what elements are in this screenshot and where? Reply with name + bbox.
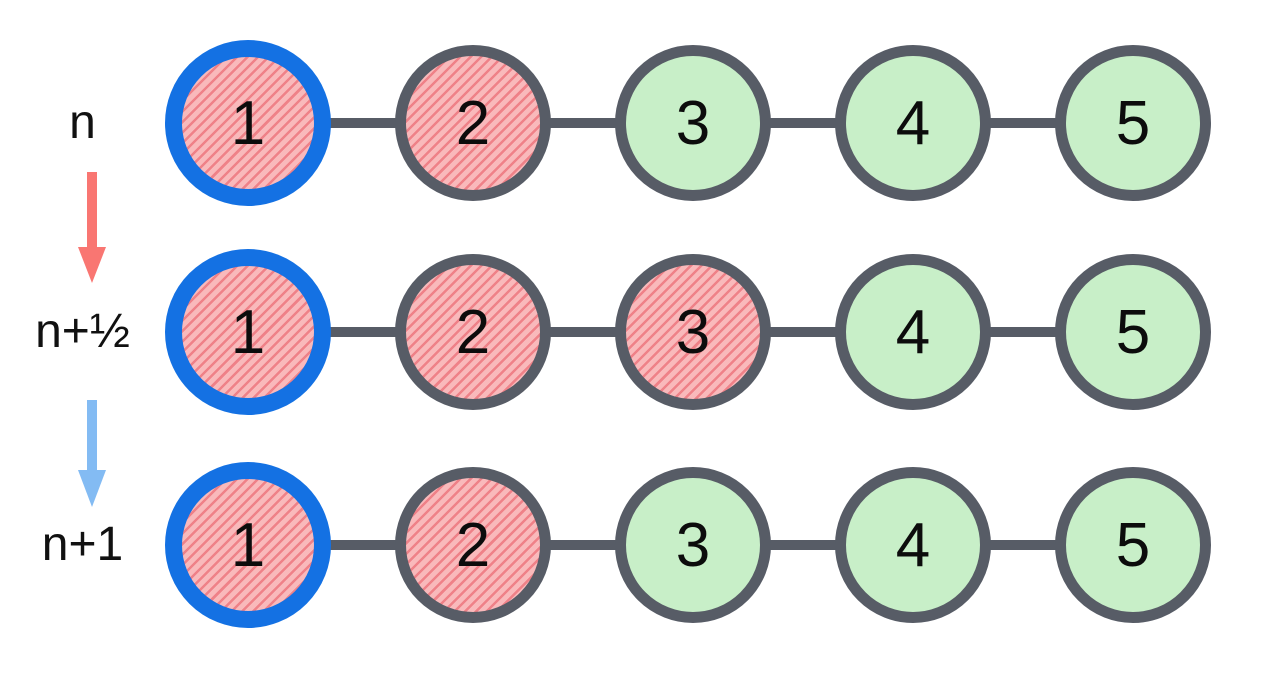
edge-connector [768,540,838,550]
node-label: 5 [1115,297,1151,367]
row-n-half: n+½ 1 2 3 4 5 [0,247,1211,417]
node: 5 [1055,45,1211,201]
node: 1 [165,40,331,206]
node: 5 [1055,467,1211,623]
edge-connector [988,118,1058,128]
edge-connector [768,327,838,337]
edge-connector [548,540,618,550]
arrow-head [78,247,106,283]
row-label: n [69,96,96,149]
node: 3 [615,45,771,201]
arrow-shaft [87,400,97,470]
node: 2 [395,45,551,201]
edge-connector [328,327,398,337]
node-label: 1 [230,510,266,580]
node-label: 2 [455,510,491,580]
node-label: 4 [895,88,931,158]
node: 2 [395,254,551,410]
edge-connector [548,118,618,128]
node: 4 [835,467,991,623]
node-label: 3 [675,297,711,367]
node: 2 [395,467,551,623]
arrow-head [78,470,106,507]
node-label: 1 [230,297,266,367]
node-label: 3 [675,88,711,158]
edge-connector [988,327,1058,337]
node-label: 4 [895,297,931,367]
node: 3 [615,254,771,410]
node-label: 2 [455,297,491,367]
node-label: 2 [455,88,491,158]
node-label: 4 [895,510,931,580]
arrow-shaft [87,172,97,247]
node-label: 5 [1115,88,1151,158]
node-label: 5 [1115,510,1151,580]
node: 5 [1055,254,1211,410]
row-label: n+½ [35,305,130,358]
node: 4 [835,45,991,201]
edge-connector [328,540,398,550]
node: 4 [835,254,991,410]
edge-connector [548,327,618,337]
node: 1 [165,462,331,628]
edge-connector [988,540,1058,550]
blue-down-arrow-icon [78,400,106,507]
row-label: n+1 [41,518,124,571]
row-n: n 1 2 3 4 5 [0,38,1211,208]
node-label: 3 [675,510,711,580]
red-down-arrow-icon [78,172,106,283]
node: 3 [615,467,771,623]
row-n-plus-1: n+1 1 2 3 4 5 [0,460,1211,630]
node-label: 1 [230,88,266,158]
edge-connector [328,118,398,128]
node: 1 [165,249,331,415]
edge-connector [768,118,838,128]
